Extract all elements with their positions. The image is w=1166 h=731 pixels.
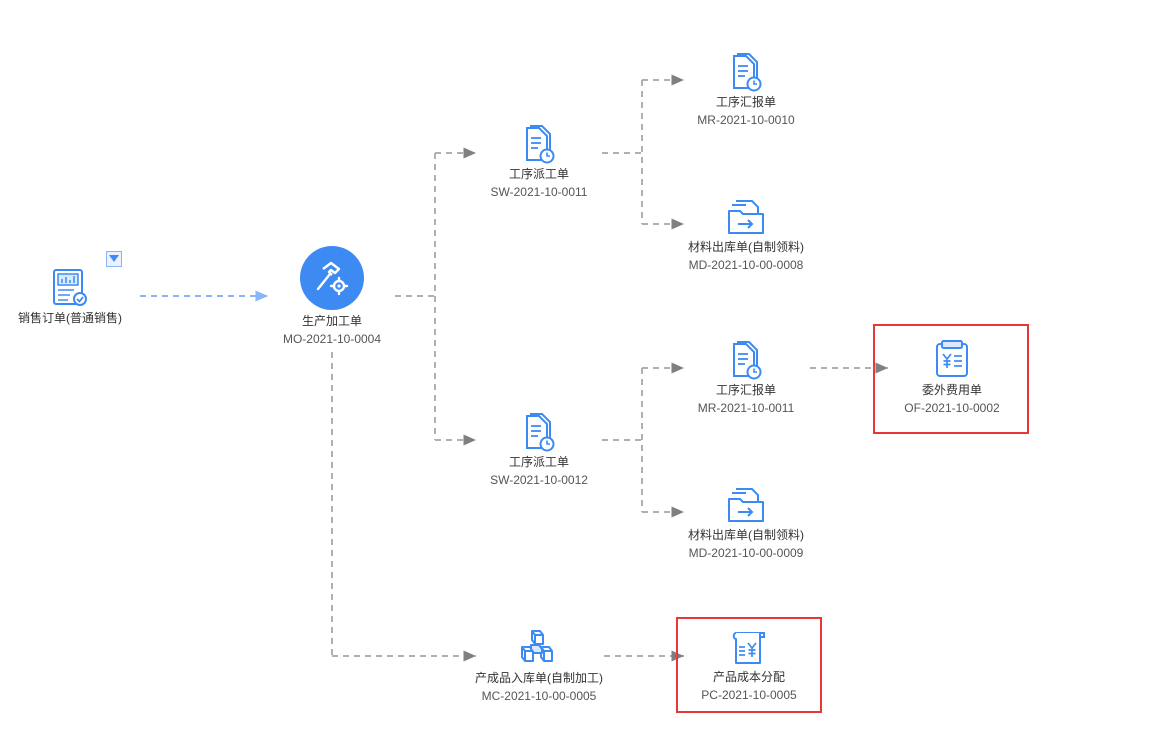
sales-order-icon: [53, 269, 87, 306]
yen-receipt-icon: [936, 340, 968, 377]
node-material-issue-0008[interactable]: 材料出库单(自制领料) MD-2021-10-00-0008: [636, 197, 856, 273]
node-label: 工序汇报单: [715, 383, 776, 397]
folder-arrow-icon: [728, 488, 764, 522]
node-label: 生产加工单: [301, 314, 362, 328]
document-clock-icon: [526, 413, 555, 452]
document-clock-icon: [526, 125, 555, 164]
node-code: SW-2021-10-0012: [490, 473, 588, 487]
node-dispatch-order-0012[interactable]: 工序派工单 SW-2021-10-0012: [429, 412, 649, 488]
boxes-icon: [521, 630, 553, 662]
highlight-box-cost-allocation: [676, 617, 822, 713]
document-clock-icon: [733, 341, 762, 380]
node-process-report-0011[interactable]: 工序汇报单 MR-2021-10-0011: [636, 340, 856, 416]
node-label: 委外费用单: [921, 383, 982, 397]
node-code: MD-2021-10-00-0008: [688, 258, 804, 272]
node-label: 产品成本分配: [712, 670, 785, 684]
node-finished-goods-receipt[interactable]: 产成品入库单(自制加工) MC-2021-10-00-0005: [429, 628, 649, 704]
document-clock-icon: [733, 53, 762, 92]
node-label: 销售订单(普通销售): [18, 311, 122, 325]
node-label: 工序派工单: [508, 455, 569, 469]
node-label: 工序汇报单: [715, 95, 776, 109]
hammer-gear-icon: [300, 246, 364, 310]
folder-arrow-icon: [728, 200, 764, 234]
node-code: MO-2021-10-0004: [282, 332, 382, 346]
highlight-box-outsourcing-fee: [873, 324, 1029, 434]
node-code: MR-2021-10-0010: [697, 113, 795, 127]
node-code: PC-2021-10-0005: [701, 688, 797, 702]
node-code: OF-2021-10-0002: [904, 401, 1000, 415]
node-process-report-0010[interactable]: 工序汇报单 MR-2021-10-0010: [636, 52, 856, 128]
caret-down-icon: [109, 255, 119, 262]
node-sales-order[interactable]: 销售订单(普通销售): [0, 268, 180, 326]
node-production-order[interactable]: 生产加工单 MO-2021-10-0004: [222, 245, 442, 347]
node-material-issue-0009[interactable]: 材料出库单(自制领料) MD-2021-10-00-0009: [636, 485, 856, 561]
node-label: 材料出库单(自制领料): [688, 240, 804, 254]
node-label: 产成品入库单(自制加工): [475, 671, 603, 685]
node-dispatch-order-0011[interactable]: 工序派工单 SW-2021-10-0011: [429, 124, 649, 200]
node-label: 工序派工单: [508, 167, 569, 181]
node-code: MC-2021-10-00-0005: [481, 689, 597, 703]
expand-dropdown-button[interactable]: [106, 251, 122, 267]
node-outsourcing-fee[interactable]: 委外费用单 OF-2021-10-0002: [842, 340, 1062, 416]
node-label: 材料出库单(自制领料): [688, 528, 804, 542]
node-code: MD-2021-10-00-0009: [688, 546, 804, 560]
node-product-cost-allocation[interactable]: 产品成本分配 PC-2021-10-0005: [639, 629, 859, 703]
node-code: SW-2021-10-0011: [490, 185, 588, 199]
node-code: MR-2021-10-0011: [697, 401, 795, 415]
yen-scroll-icon: [732, 632, 765, 664]
